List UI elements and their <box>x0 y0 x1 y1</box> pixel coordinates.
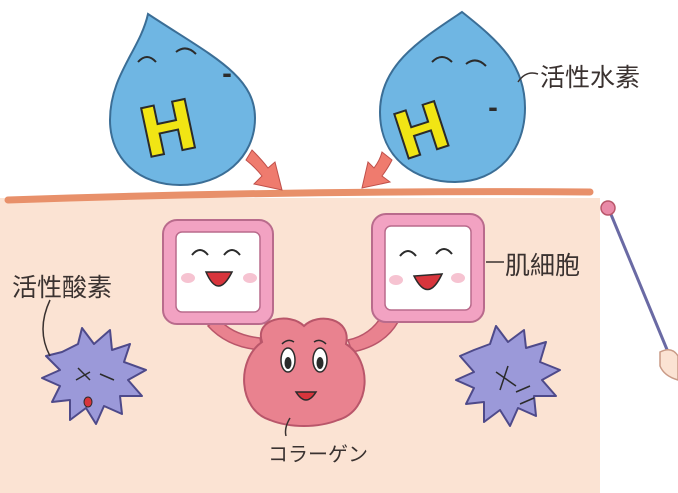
label-active-hydrogen: 活性水素 <box>540 63 641 92</box>
collagen-character <box>243 317 366 427</box>
skin-cell-right <box>371 213 485 323</box>
skin-cell-left <box>162 219 274 325</box>
leader-line-hydrogen <box>517 72 539 83</box>
label-skin-cell: 肌細胞 <box>505 251 581 280</box>
label-active-oxygen: 活性酸素 <box>12 273 113 302</box>
svg-text:-: - <box>488 94 498 122</box>
active-oxygen-radical-right <box>455 325 561 427</box>
label-collagen: コラーゲン <box>268 442 368 466</box>
active-hydrogen-drop-right: H - <box>378 10 527 184</box>
arrow-down-right <box>361 151 393 189</box>
active-oxygen-radical-left <box>41 327 147 425</box>
pointer-stick <box>600 200 678 381</box>
leader-line-oxygen <box>42 299 51 357</box>
svg-text:-: - <box>222 60 232 88</box>
arrow-down-left <box>245 149 283 191</box>
leader-line-collagen <box>284 417 291 437</box>
active-hydrogen-drop-left: H - <box>108 12 257 187</box>
skin-surface-line <box>4 188 594 204</box>
